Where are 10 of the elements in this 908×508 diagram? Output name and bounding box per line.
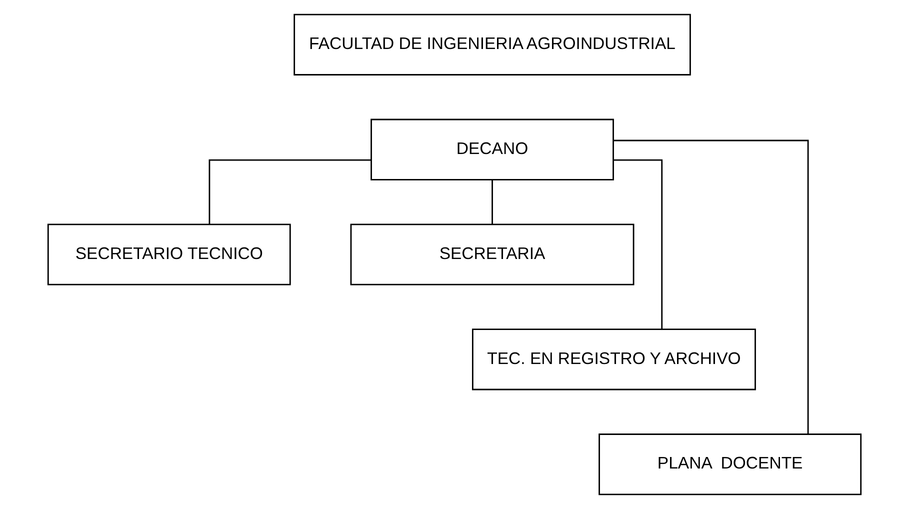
node-box: PLANA DOCENTE — [598, 433, 862, 495]
connector — [208, 158, 371, 224]
node-box: TEC. EN REGISTRO Y ARCHIVO — [471, 328, 756, 390]
node-box: FACULTAD DE INGENIERIA AGROINDUSTRIAL — [293, 13, 690, 75]
connector — [612, 139, 808, 434]
connector — [612, 158, 662, 329]
node-box: SECRETARIA — [350, 223, 634, 285]
node-box: SECRETARIO TECNICO — [46, 223, 290, 285]
connector — [491, 179, 492, 224]
node-box: DECANO — [370, 118, 614, 180]
